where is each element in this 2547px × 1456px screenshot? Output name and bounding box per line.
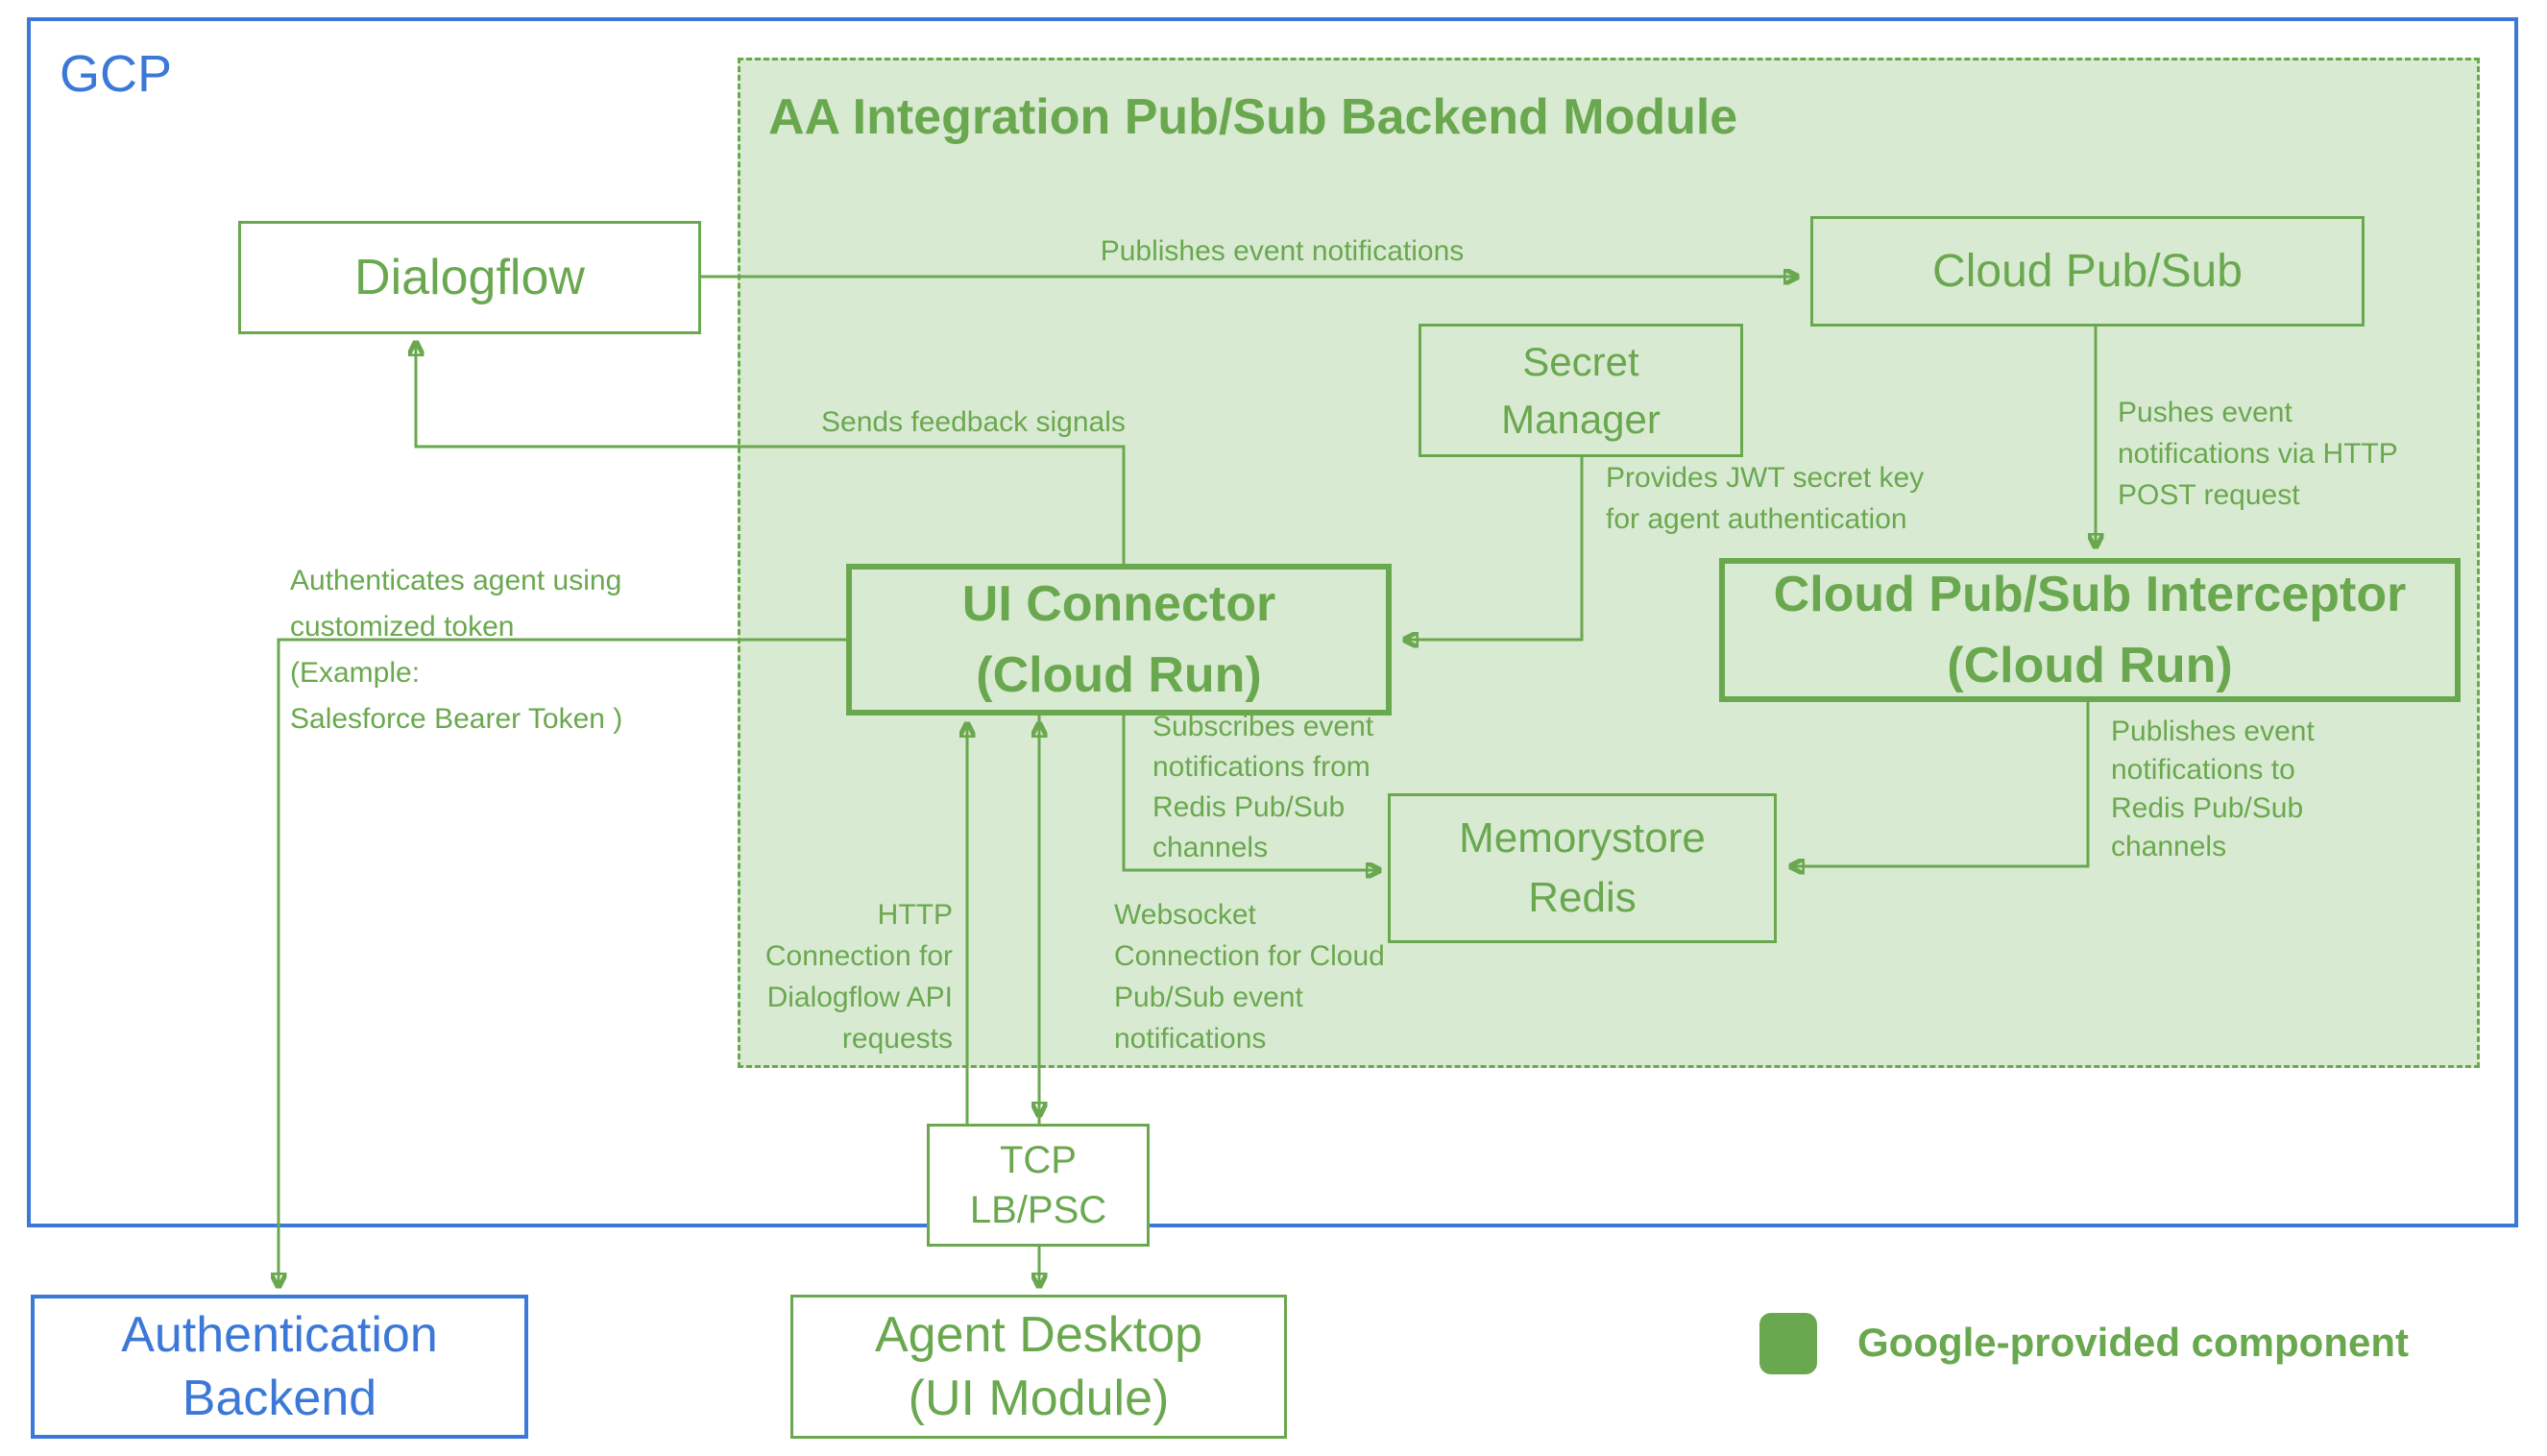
cloud-pubsub-node: Cloud Pub/Sub — [1810, 216, 2365, 327]
legend-google-component-label: Google-provided component — [1857, 1320, 2409, 1365]
cloud-pubsub-interceptor-node: Cloud Pub/Sub Interceptor(Cloud Run) — [1719, 558, 2461, 702]
agent-desktop-node: Agent Desktop(UI Module) — [790, 1295, 1287, 1439]
legend-google-component-swatch — [1759, 1313, 1817, 1374]
feedback-edge-label: Sends feedback signals — [821, 406, 1126, 438]
publishes-edge-label: Publishes event notifications — [1100, 235, 1465, 267]
gcp-boundary-box — [27, 17, 2518, 1227]
ui-connector-node: UI Connector(Cloud Run) — [846, 564, 1392, 716]
gcp-label: GCP — [60, 45, 173, 103]
dialogflow-node: Dialogflow — [238, 221, 701, 334]
backend-module-title: AA Integration Pub/Sub Backend Module — [768, 89, 1738, 145]
